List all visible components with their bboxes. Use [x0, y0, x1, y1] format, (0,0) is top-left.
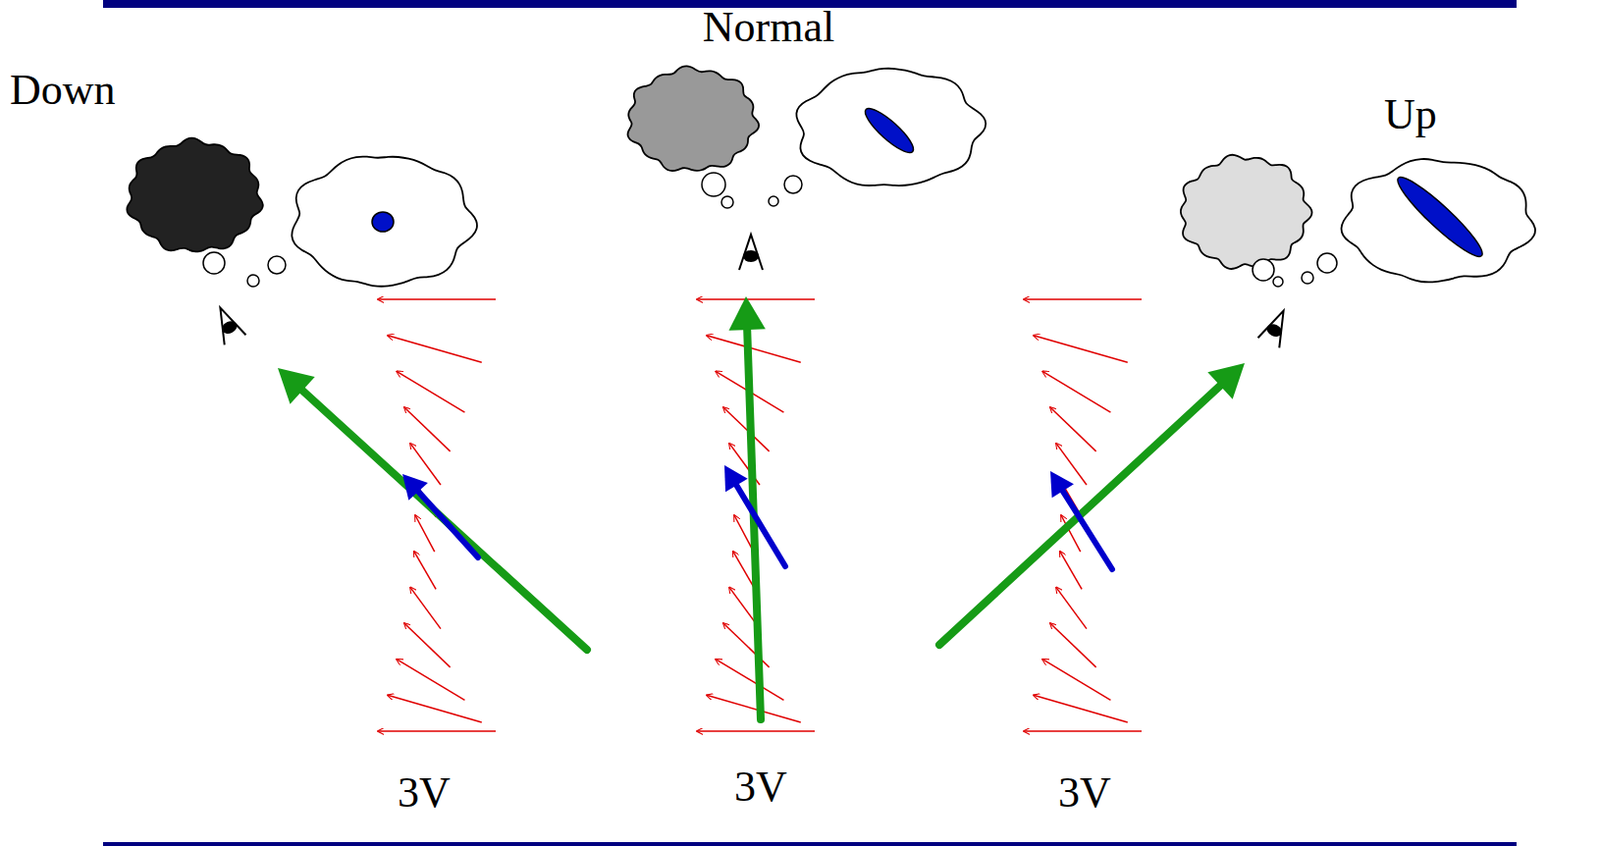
- field-arrow: [1033, 694, 1128, 723]
- vector-arrows: [277, 296, 1245, 720]
- thought-cloud: [796, 68, 986, 186]
- field-arrow: [387, 335, 482, 364]
- field-arrow: [715, 659, 784, 701]
- field-arrow: [414, 551, 436, 590]
- thought-bubble: [1273, 276, 1283, 287]
- vector-arrow: [736, 485, 786, 567]
- thought-bubble: [1301, 271, 1314, 284]
- eye: [1258, 306, 1295, 349]
- thought-bubble: [701, 172, 726, 197]
- thought-bubble: [267, 256, 286, 274]
- field-arrow: [706, 335, 801, 364]
- field-arrow: [404, 623, 451, 668]
- arrow-head: [1050, 471, 1074, 498]
- thought-cloud: [291, 157, 478, 287]
- mood-label: Down: [9, 68, 116, 112]
- field-arrow: [696, 730, 815, 733]
- field-arrow: [410, 586, 441, 629]
- blue-ellipse: [859, 103, 919, 159]
- thought-bubble: [721, 196, 734, 209]
- thought-bubble: [784, 175, 802, 194]
- blue-ellipse: [1390, 169, 1490, 264]
- thought-bubble: [1317, 253, 1337, 273]
- eye: [210, 303, 247, 346]
- thought-bubble: [247, 274, 260, 287]
- mood-label: Normal: [702, 5, 835, 50]
- field-arrow: [396, 659, 465, 701]
- grey-mood-blob: [628, 65, 760, 171]
- field-arrow: [387, 694, 482, 723]
- arrow-head: [402, 474, 428, 501]
- field-arrow: [1023, 730, 1142, 733]
- thought-bubble: [768, 196, 779, 207]
- blue-ellipse: [372, 212, 394, 232]
- field-arrow: [1056, 586, 1087, 629]
- field-arrow: [1023, 298, 1142, 301]
- bottom-bar: [103, 842, 1517, 846]
- field-arrow: [377, 298, 496, 301]
- thought-bubble: [1252, 259, 1275, 281]
- field-arrow: [415, 515, 435, 552]
- field-arrow: [1033, 335, 1128, 364]
- voltage-label: 3V: [734, 765, 788, 809]
- field-arrow: [1060, 551, 1082, 590]
- arrow-head: [728, 296, 765, 331]
- field-arrows: [377, 299, 1142, 732]
- dark-mood-blob: [126, 138, 263, 253]
- thought-bubble: [203, 252, 225, 274]
- field-arrow: [696, 298, 815, 301]
- thought-clouds: [126, 65, 1536, 287]
- arrow-head: [724, 465, 748, 492]
- light-mood-blob: [1180, 155, 1313, 269]
- field-arrow: [377, 730, 496, 733]
- field-arrow: [706, 694, 801, 723]
- field-arrow: [1050, 623, 1097, 668]
- arrow-head: [1207, 363, 1245, 400]
- voltage-label: 3V: [1058, 771, 1112, 815]
- vector-arrow: [1063, 490, 1113, 570]
- arrow-head: [277, 368, 316, 405]
- thought-cloud: [1341, 159, 1536, 282]
- vector-arrow: [302, 390, 587, 650]
- field-arrow: [396, 371, 465, 413]
- vector-arrow: [418, 491, 479, 558]
- voltage-label: 3V: [397, 771, 451, 815]
- mood-label: Up: [1384, 93, 1438, 137]
- eye: [739, 234, 763, 270]
- field-arrow: [1042, 371, 1111, 413]
- vector-arrow: [939, 385, 1221, 645]
- field-arrow: [1042, 659, 1111, 701]
